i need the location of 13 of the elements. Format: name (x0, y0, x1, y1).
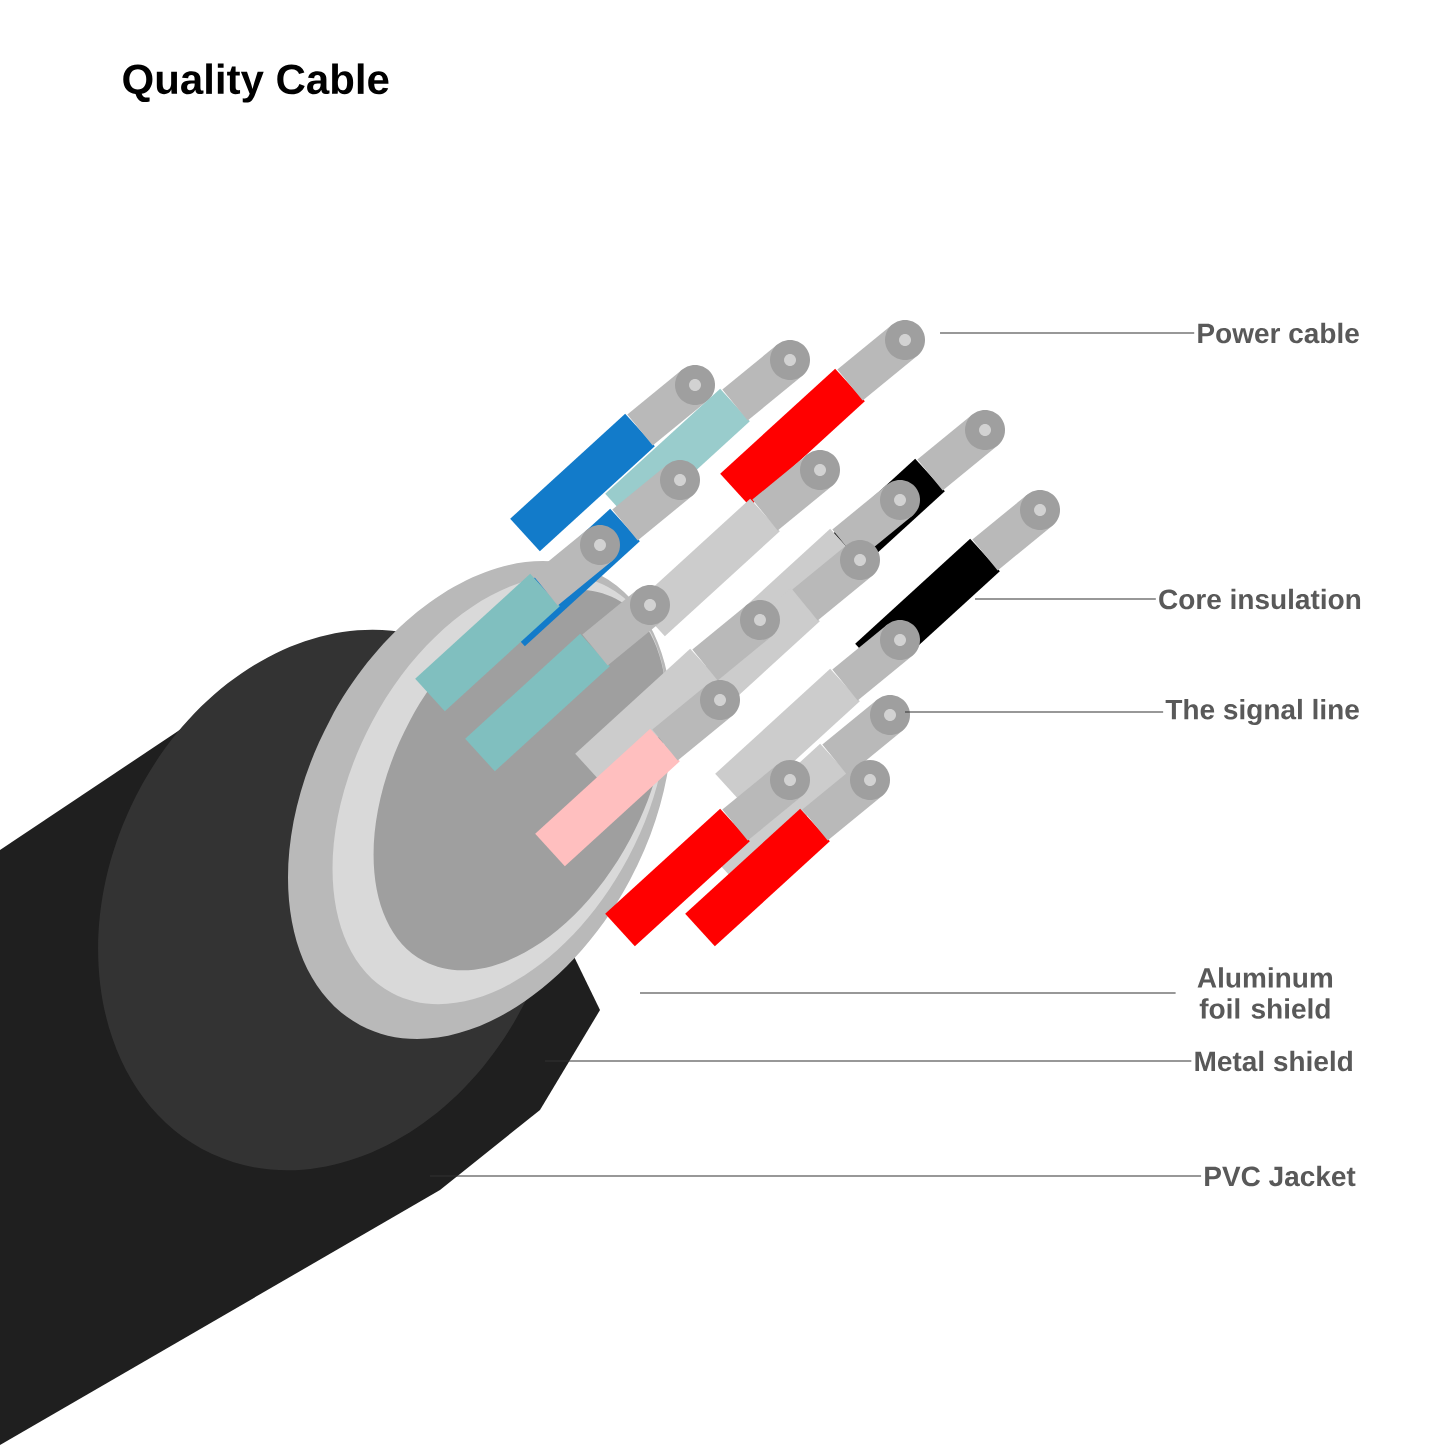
part-label: PVC Jacket (1205, 1165, 1356, 1187)
part-label: Aluminum foil shield (1197, 967, 1332, 1019)
leader-line (939, 332, 1195, 334)
part-label: Power cable (1198, 322, 1359, 344)
leader-line (639, 992, 1177, 994)
leader-line (974, 598, 1157, 600)
part-label: Core insulation (1159, 588, 1361, 610)
part-label: Metal shield (1195, 1050, 1352, 1072)
leader-line (904, 711, 1164, 713)
leader-line (544, 1060, 1192, 1062)
part-label: The signal line (1165, 698, 1359, 726)
leader-line (429, 1175, 1202, 1177)
title: Quality Cable (123, 63, 389, 103)
